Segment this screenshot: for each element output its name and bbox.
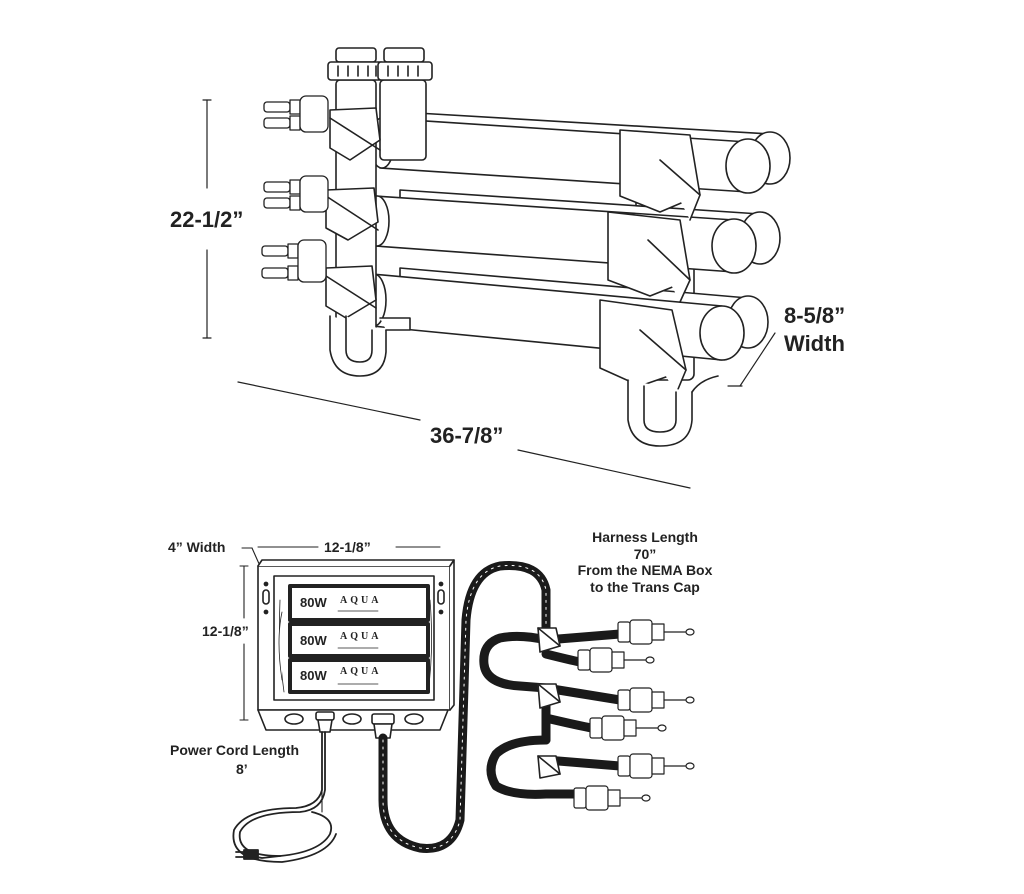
top-caps: [327, 47, 433, 81]
ballast-3-watt: 80W: [300, 668, 327, 683]
power-cord-label: Power Cord Length: [170, 742, 300, 758]
box-height-label: 12-1/8”: [202, 623, 249, 639]
width-dimension-word: Width: [784, 331, 845, 356]
harness-connectors: [573, 619, 695, 811]
nema-box-drawing: [232, 546, 695, 863]
ballasts: [288, 584, 430, 694]
harness-line-1: Harness Length: [592, 529, 698, 545]
ballast-2-brand: AQUA: [340, 631, 382, 642]
harness-label: Harness Length 70” From the NEMA Box to …: [560, 530, 730, 595]
cable-glands: [315, 711, 395, 739]
ballast-1-watt: 80W: [300, 595, 327, 610]
box-width-label: 12-1/8”: [324, 539, 371, 555]
ballast-2-watt: 80W: [300, 633, 327, 648]
power-cord-value: 8’: [236, 761, 248, 777]
harness-texture: [382, 565, 547, 849]
power-cord: [232, 731, 337, 863]
harness-tees: [537, 627, 561, 779]
length-dimension-label: 36-7/8”: [430, 423, 504, 448]
height-dimension-label: 22-1/2”: [170, 207, 244, 232]
width-dimension-value: 8-5/8”: [784, 303, 846, 328]
harness-line-2: 70”: [633, 545, 657, 562]
box-depth-label: 4” Width: [168, 539, 226, 555]
ballast-3-brand: AQUA: [340, 666, 382, 677]
harness-line-3: From the NEMA Box: [577, 562, 713, 579]
harness-line-4: to the Trans Cap: [590, 579, 700, 596]
lamp-connectors: [261, 95, 329, 283]
right-fittings: [599, 129, 719, 447]
uv-unit-drawing: [202, 47, 791, 489]
left-manifold: [325, 79, 427, 377]
dimension-lines-top: [202, 99, 776, 489]
ballast-1-brand: AQUA: [340, 595, 382, 606]
